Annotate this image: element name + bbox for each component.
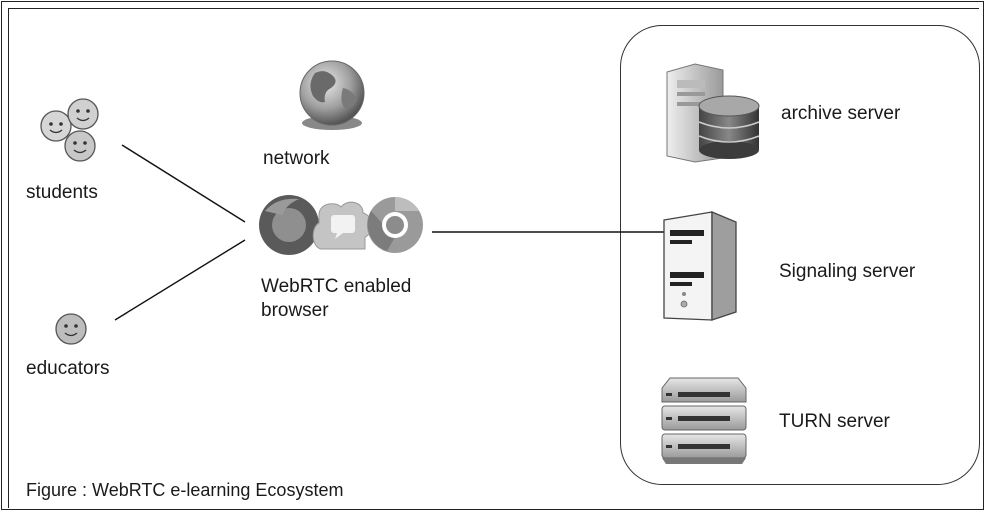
network-label: network — [263, 148, 330, 169]
archive-server-label: archive server — [781, 103, 901, 124]
turn-server-label: TURN server — [779, 411, 890, 432]
educators-label: educators — [26, 358, 110, 379]
students-label: students — [26, 182, 98, 203]
figure-inner-frame — [8, 8, 979, 508]
browser-logos-icon — [259, 195, 423, 255]
turn-rack-icon — [661, 377, 747, 464]
browser-label-line2: browser — [261, 300, 329, 321]
globe-icon — [299, 60, 365, 130]
server-group-panel — [620, 25, 980, 485]
edge-students-browser — [121, 144, 246, 223]
students-faces-icon — [40, 98, 99, 162]
educator-face-icon — [55, 313, 87, 345]
signaling-server-label: Signaling server — [779, 261, 916, 282]
archive-server-icon — [666, 63, 760, 163]
edge-educators-browser — [114, 239, 246, 321]
browser-label-line1: WebRTC enabled — [261, 276, 412, 297]
figure-caption: Figure : WebRTC e-learning Ecosystem — [26, 480, 344, 500]
signaling-tower-icon — [663, 211, 737, 321]
